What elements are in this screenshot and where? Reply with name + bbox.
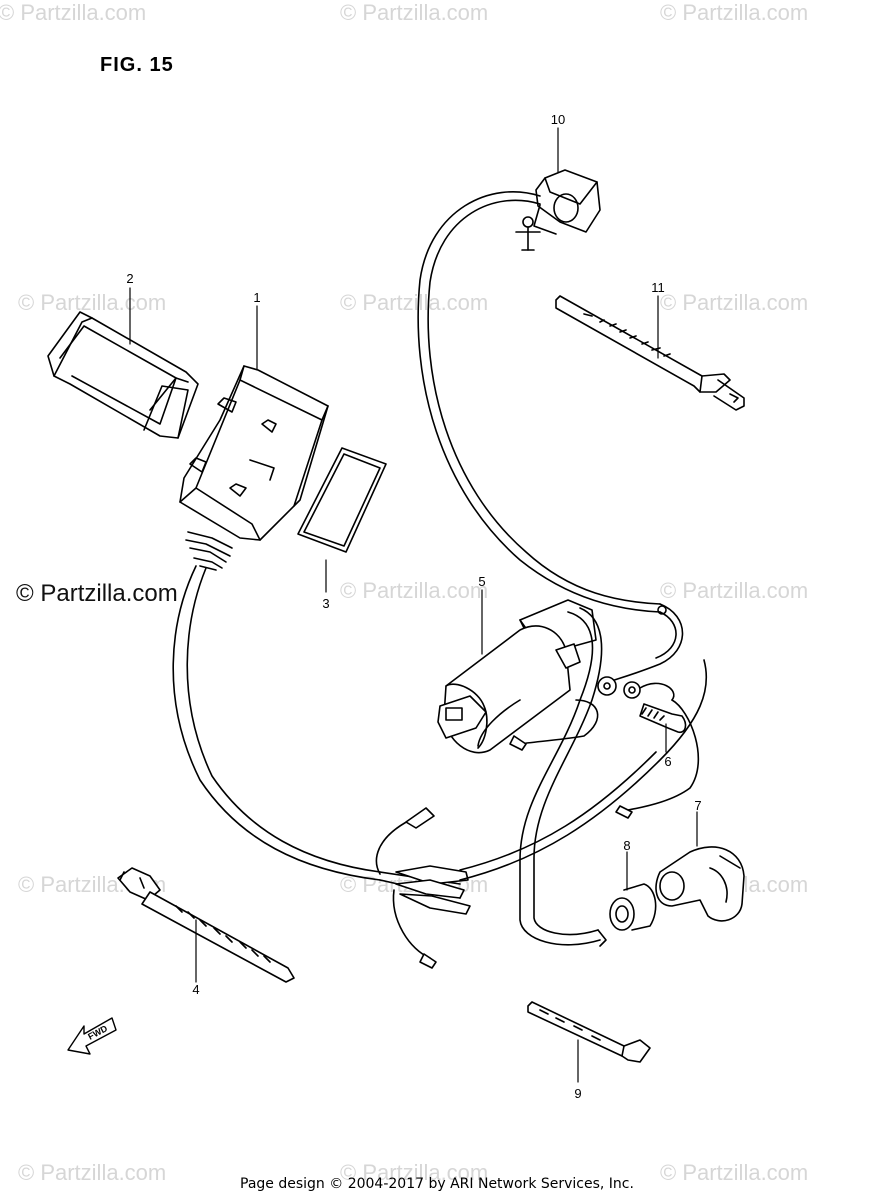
- watermark: © Partzilla.com: [660, 578, 809, 603]
- fwd-arrow-icon: FWD: [67, 1017, 117, 1055]
- part-9-band: [527, 1001, 651, 1063]
- watermark: © Partzilla.com: [340, 0, 489, 25]
- callout-2: 2: [126, 271, 133, 286]
- watermark: © Partzilla.com: [340, 1160, 489, 1185]
- callouts: 1 2 3 4 5 6 7 8 9 10 11: [126, 112, 701, 1101]
- leader-lines: [129, 127, 698, 1083]
- watermark: © Partzilla.com: [340, 290, 489, 315]
- part-10-switch: [515, 169, 601, 251]
- main-watermark: © Partzilla.com: [16, 580, 178, 607]
- part-11-clamp-band: [555, 295, 745, 411]
- part-7-plug-cap: [655, 846, 745, 922]
- watermark: © Partzilla.com: [18, 1160, 167, 1185]
- part-2-rubber-band: [47, 311, 199, 439]
- callout-1: 1: [253, 290, 260, 305]
- part-4-clip-band: [117, 867, 295, 983]
- watermark: © Partzilla.com: [0, 0, 147, 25]
- watermark: © Partzilla.com: [660, 1160, 809, 1185]
- callout-4: 4: [192, 982, 199, 997]
- switch-wire: [417, 191, 700, 819]
- watermark: © Partzilla.com: [660, 0, 809, 25]
- figure-title: FIG. 15: [100, 54, 174, 76]
- callout-11: 11: [651, 280, 665, 295]
- watermark: © Partzilla.com: [18, 290, 167, 315]
- wire-harness: [172, 565, 708, 969]
- part-3-pad: [297, 447, 387, 553]
- watermark: © Partzilla.com: [660, 290, 809, 315]
- callout-5: 5: [478, 574, 485, 589]
- callout-3: 3: [322, 596, 329, 611]
- part-5-ignition-coil: [437, 599, 607, 947]
- watermark: © Partzilla.com: [340, 578, 489, 603]
- page-footer: Page design © 2004-2017 by ARI Network S…: [240, 1176, 634, 1192]
- callout-10: 10: [551, 112, 565, 127]
- callout-6: 6: [664, 754, 671, 769]
- callout-9: 9: [574, 1086, 581, 1101]
- callout-7: 7: [694, 798, 701, 813]
- callout-8: 8: [623, 838, 630, 853]
- part-1-cdi-unit: [179, 365, 329, 571]
- part-8-seal: [609, 883, 657, 931]
- part-6-screw: [639, 703, 687, 734]
